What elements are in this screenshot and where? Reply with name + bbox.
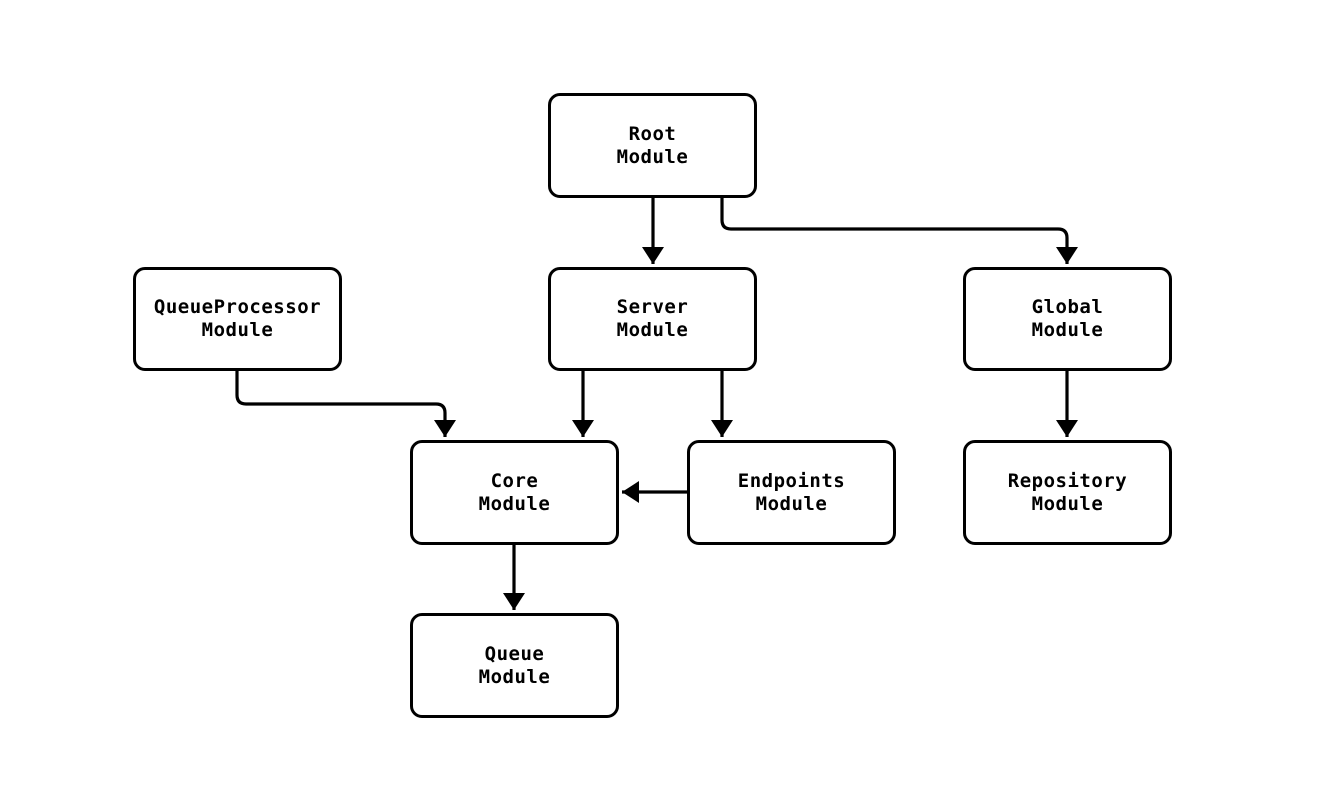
node-label-line: Module [616, 319, 689, 341]
node-label-line: Module [478, 665, 551, 688]
node-label-line: Global [1031, 296, 1104, 318]
node-label-line: Module [201, 319, 274, 341]
edge-root-to-global [720, 198, 1078, 264]
node-label-line: Repository [1007, 469, 1128, 492]
node-label-line: Module [755, 492, 828, 515]
node-label-line: Core [490, 469, 539, 492]
node-label-line: Endpoints [737, 469, 846, 492]
edge-queueprocessor-to-core [235, 371, 456, 437]
node-label-line: QueueProcessor [153, 296, 322, 318]
node-label-line: Queue [484, 642, 545, 665]
node-label-line: Module [1031, 319, 1104, 341]
edges-group [235, 198, 1078, 610]
node-label-line: Module [1031, 492, 1104, 515]
node-label-line: Root [628, 122, 677, 145]
node-label-line: Server [616, 296, 689, 318]
node-label-line: Module [478, 492, 551, 515]
node-label-line: Module [616, 145, 689, 168]
